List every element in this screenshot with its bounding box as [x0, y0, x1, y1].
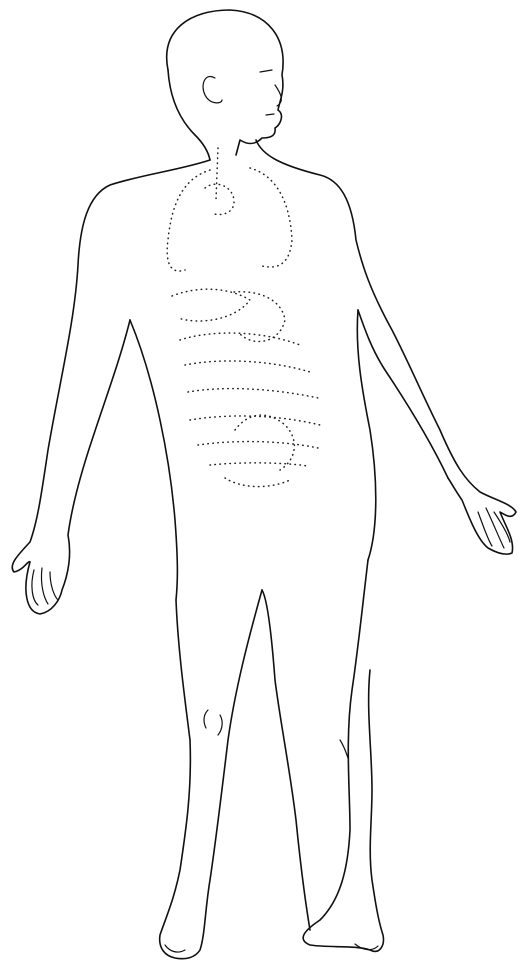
intestine-5: [198, 442, 318, 448]
legs: [160, 560, 384, 959]
right-leg-outer: [303, 560, 383, 951]
right-knee: [340, 740, 348, 758]
left-finger-2: [41, 568, 48, 604]
liver: [172, 289, 250, 321]
left-torso-side: [130, 320, 177, 600]
eye: [260, 70, 272, 72]
left-leg-outer: [160, 590, 262, 959]
left-hand: [32, 568, 58, 605]
trachea: [216, 148, 218, 200]
intestine-6: [210, 463, 308, 466]
head-outline: [167, 10, 283, 155]
internal-organs-dotted: [167, 148, 320, 487]
right-shoulder-arm: [256, 140, 516, 554]
heart: [205, 184, 234, 214]
left-finger-3: [50, 572, 58, 600]
intestine-3: [188, 389, 318, 398]
right-lung-outline: [250, 168, 292, 267]
body-outline: [12, 140, 516, 614]
intestine-2: [185, 361, 310, 372]
stomach: [234, 292, 285, 342]
left-knee-2: [218, 715, 222, 735]
ear: [203, 76, 222, 102]
colon-loop: [235, 415, 294, 470]
left-lung-outline: [167, 170, 210, 271]
nose: [275, 85, 281, 106]
bladder: [225, 478, 290, 487]
left-knee: [204, 710, 208, 728]
right-torso-side: [358, 310, 448, 478]
left-shoulder-arm: [12, 160, 210, 614]
inner-leg-right: [262, 590, 310, 930]
left-finger-1: [32, 570, 38, 605]
left-toes: [165, 945, 185, 952]
intestine-4: [190, 416, 320, 425]
head: [167, 10, 283, 160]
mouth: [266, 114, 274, 115]
